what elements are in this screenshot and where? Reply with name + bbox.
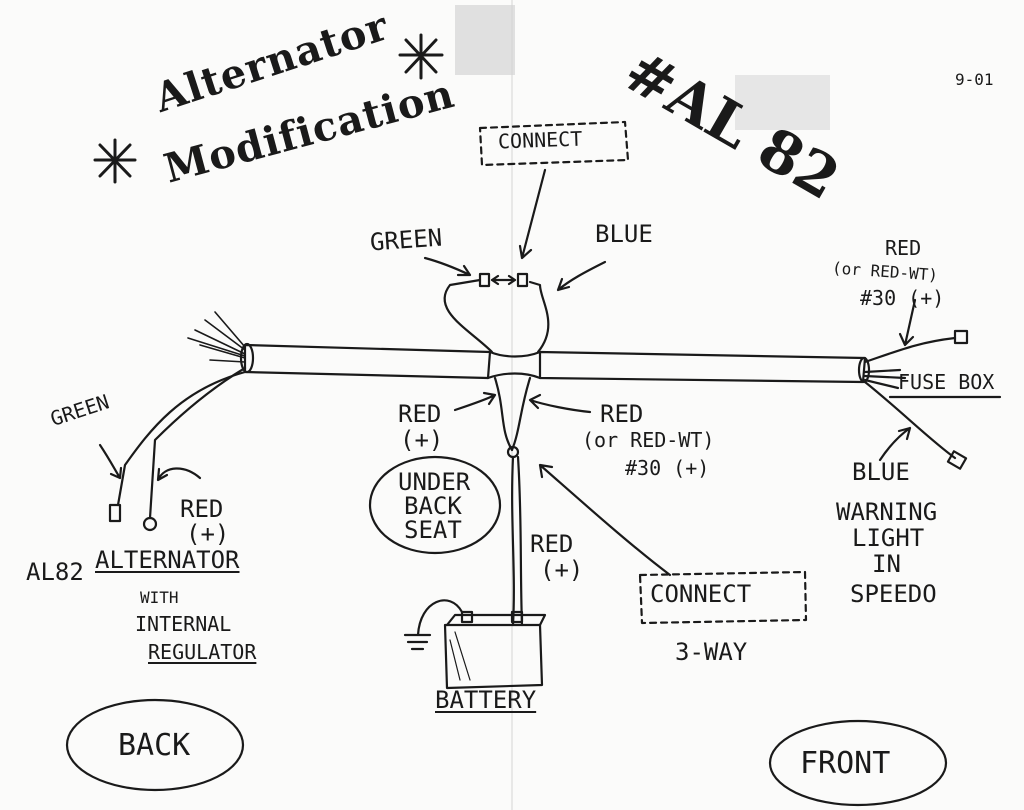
connect-3way-sub: 3-WAY [675, 638, 748, 666]
arrow-red-30 [898, 298, 917, 347]
blue-right-label: BLUE [852, 458, 910, 486]
arrow-connect-top [518, 168, 547, 260]
paper-smudge [735, 75, 830, 130]
back-oval [65, 698, 245, 792]
alternator-regulator: REGULATOR [148, 640, 257, 664]
connector-blue [516, 272, 529, 288]
red-mid-sub: (or RED-WT) [582, 428, 715, 452]
fuse-box-label: FUSE BOX [898, 370, 995, 394]
green-top-label: GREEN [369, 223, 444, 257]
date: 9-01 [955, 70, 994, 89]
red-battery-sub: (+) [540, 556, 584, 584]
connect-3way-label: CONNECT [650, 580, 752, 608]
alternator-connector [108, 503, 122, 523]
under-back-seat-oval [368, 455, 502, 555]
warning-line4: SPEEDO [850, 580, 937, 608]
battery-top [445, 613, 547, 627]
red-battery-label: RED [530, 530, 574, 558]
red-left-label: RED [180, 495, 224, 523]
connector-green [478, 272, 491, 288]
red-mid-terminal: #30 (+) [625, 456, 710, 480]
arrow-green-left [98, 443, 123, 480]
red-mid-label: RED [600, 400, 644, 428]
wire-red-30 [863, 336, 957, 364]
alternator-wire-green [116, 370, 247, 507]
connect-top-box [478, 120, 630, 167]
red-center-label: RED [398, 400, 442, 428]
arrow-red-left [156, 467, 202, 482]
back-label: BACK [118, 728, 191, 763]
battery-terminal-right [510, 610, 524, 624]
arrow-blue-top [556, 260, 607, 292]
center-drop-wire [493, 376, 532, 452]
arrow-connect-3way [538, 463, 672, 577]
front-label: FRONT [800, 746, 891, 781]
under-back-seat-line2: BACK [404, 492, 462, 520]
connector-red-30 [953, 329, 969, 345]
connect-3way-box [638, 570, 808, 625]
red-right-label: RED [885, 236, 922, 260]
connector-blue-warning [946, 450, 968, 470]
ground-strap [403, 599, 464, 651]
connect-top-label: CONNECT [497, 126, 583, 154]
battery-body [443, 623, 544, 690]
alternator-terminal [142, 516, 158, 532]
alternator-internal: INTERNAL [135, 612, 232, 636]
paper-smudge [455, 5, 515, 75]
arrow-red-center [453, 391, 497, 412]
red-right-terminal: #30 (+) [860, 286, 945, 310]
battery-feed-wire [511, 455, 515, 627]
warning-line3: IN [872, 550, 901, 578]
battery-label: BATTERY [435, 686, 537, 714]
alternator-with: WITH [140, 588, 179, 607]
arrow-green-top [423, 256, 472, 277]
front-oval [768, 719, 948, 807]
battery-hatch [449, 631, 471, 681]
blue-top-label: BLUE [595, 220, 653, 248]
harness-junction [486, 350, 542, 380]
star-icon [93, 138, 137, 184]
under-back-seat-line3: SEAT [404, 516, 462, 544]
battery-feed-wire-2 [516, 455, 524, 627]
battery-terminal-left [460, 610, 474, 624]
harness-right-tube [538, 350, 867, 384]
connect-arrow [490, 274, 517, 286]
alternator-label: ALTERNATOR [95, 546, 240, 574]
green-wire-top [443, 278, 494, 354]
star-icon [398, 33, 444, 80]
warning-line2: LIGHT [852, 524, 925, 552]
harness-left-tube [243, 343, 492, 380]
fuse-box-wires [863, 368, 907, 390]
frayed-wires-left [187, 311, 246, 363]
blue-wire-top [528, 280, 550, 354]
alternator-prefix: AL82 [26, 558, 84, 586]
wire-blue-warning [863, 380, 957, 460]
harness-left-end [239, 342, 255, 374]
warning-line1: WARNING [836, 498, 938, 526]
arrow-blue-right [878, 426, 912, 462]
arrow-red-mid [528, 393, 592, 414]
red-left-sub: (+) [186, 520, 230, 548]
alternator-wire-red [148, 366, 247, 520]
under-back-seat-line1: UNDER [398, 468, 471, 496]
red-center-sub: (+) [400, 426, 444, 454]
